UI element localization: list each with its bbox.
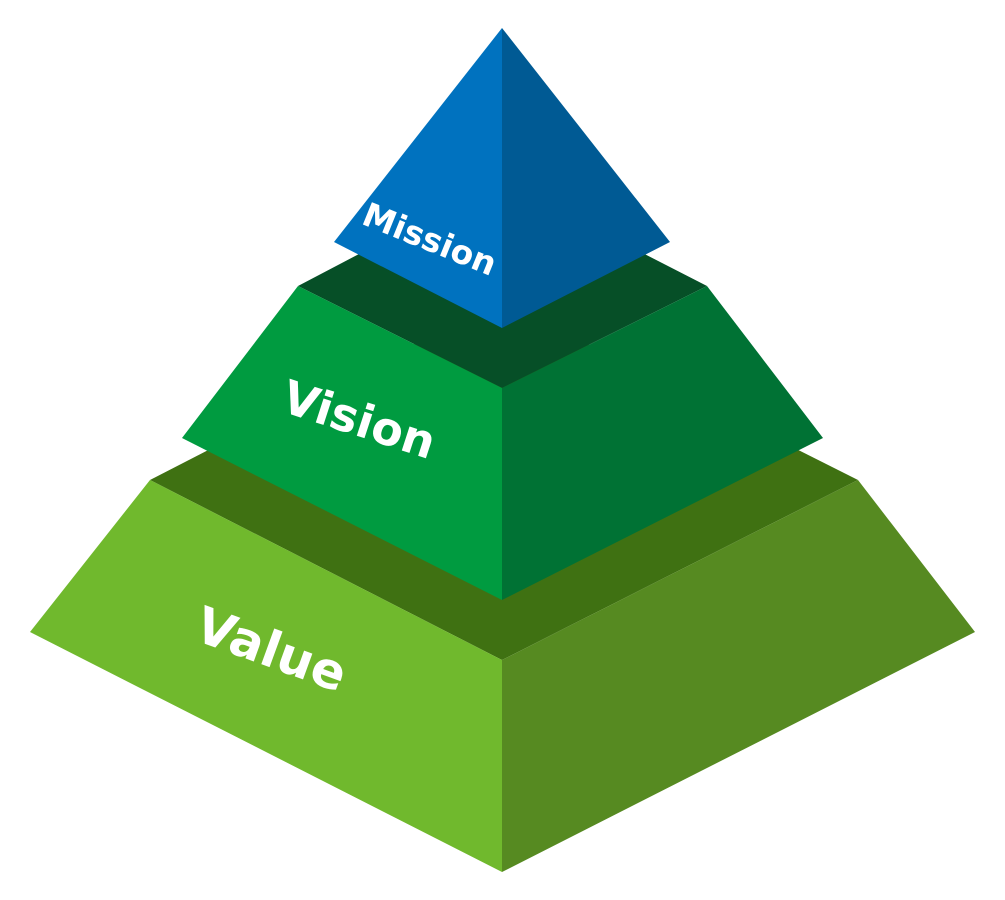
tier-value-right-face (502, 480, 975, 872)
tier-mission-right-face (502, 28, 670, 328)
tier-mission: Mission (334, 28, 670, 328)
tier-vision-left-face (182, 286, 502, 600)
tier-value-left-face (30, 480, 502, 872)
tier-vision-right-face (502, 286, 823, 600)
tier-mission-left-face (334, 28, 502, 328)
